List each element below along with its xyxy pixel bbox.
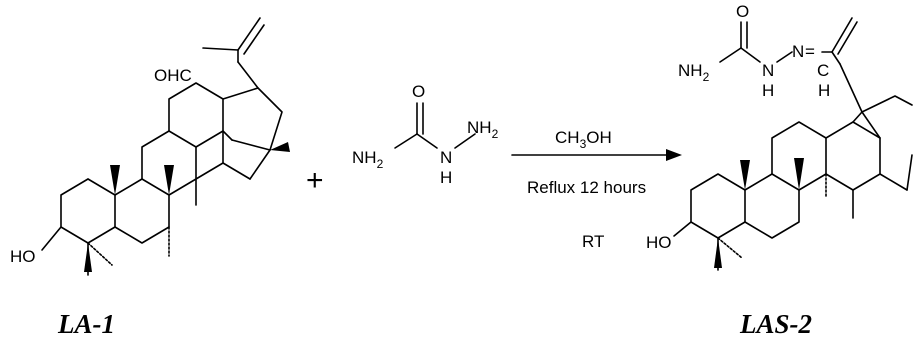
la1-aldehyde-label: OHC xyxy=(154,66,192,85)
reaction-arrow xyxy=(511,149,682,161)
la1-ring-a xyxy=(60,178,116,244)
reagent-hydrogen: H xyxy=(440,168,452,187)
las2-double-bond: = xyxy=(805,42,815,61)
las2-ring-c xyxy=(771,121,827,191)
reagent-oxygen: O xyxy=(412,82,425,101)
la1-wedge-methyl-3 xyxy=(270,142,290,152)
condition-solvent: CH3OH xyxy=(555,128,612,151)
la1-wedge-c4 xyxy=(84,243,92,272)
condition-reflux: Reflux 12 hours xyxy=(527,178,646,197)
las2-ring-f xyxy=(879,173,908,191)
condition-temperature: RT xyxy=(582,232,604,251)
las2-ring-e xyxy=(839,63,913,113)
las2-hydrogen-2: H xyxy=(818,81,830,100)
las2-hydroxyl-label: HO xyxy=(646,233,672,252)
las2-nitrogen-1: N xyxy=(762,61,774,80)
reactant-caption: LA-1 xyxy=(57,309,115,339)
reagent-nh2-left: NH2 xyxy=(352,148,384,171)
la1-wedge-methyl-1 xyxy=(110,165,120,195)
reagent-nh2-right: NH2 xyxy=(467,118,499,141)
product-caption: LAS-2 xyxy=(739,309,812,339)
las2-nh2: NH2 xyxy=(678,61,710,84)
la1-ring-b xyxy=(114,178,170,244)
la1-hydroxyl-label: HO xyxy=(10,247,36,266)
las2-wedge-methyl-1 xyxy=(740,160,750,190)
product-las2-structure: O NH2 N H N = C H HO xyxy=(646,2,913,271)
las2-ring-a xyxy=(690,173,746,239)
reactant-la1-structure: OHC HO xyxy=(10,17,290,276)
la1-wedge-methyl-2 xyxy=(164,165,174,195)
las2-wedge-methyl-2 xyxy=(794,158,804,190)
las2-hydrogen-1: H xyxy=(762,81,774,100)
las2-oxygen: O xyxy=(736,2,749,21)
las2-carbon: C xyxy=(817,61,829,80)
las2-ring-b xyxy=(744,173,800,239)
plus-sign: + xyxy=(306,164,324,197)
la1-ring-d xyxy=(168,82,224,148)
las2-ring-d xyxy=(825,121,881,191)
reagent-nitrogen: N xyxy=(440,148,452,167)
las2-nitrogen-2: N xyxy=(792,42,804,61)
reagent-semicarbazide-structure: O NH2 N H NH2 xyxy=(352,82,499,187)
las2-wedge-c4 xyxy=(714,238,722,268)
la1-ring-c xyxy=(141,130,197,196)
la1-ring-e xyxy=(222,87,283,151)
